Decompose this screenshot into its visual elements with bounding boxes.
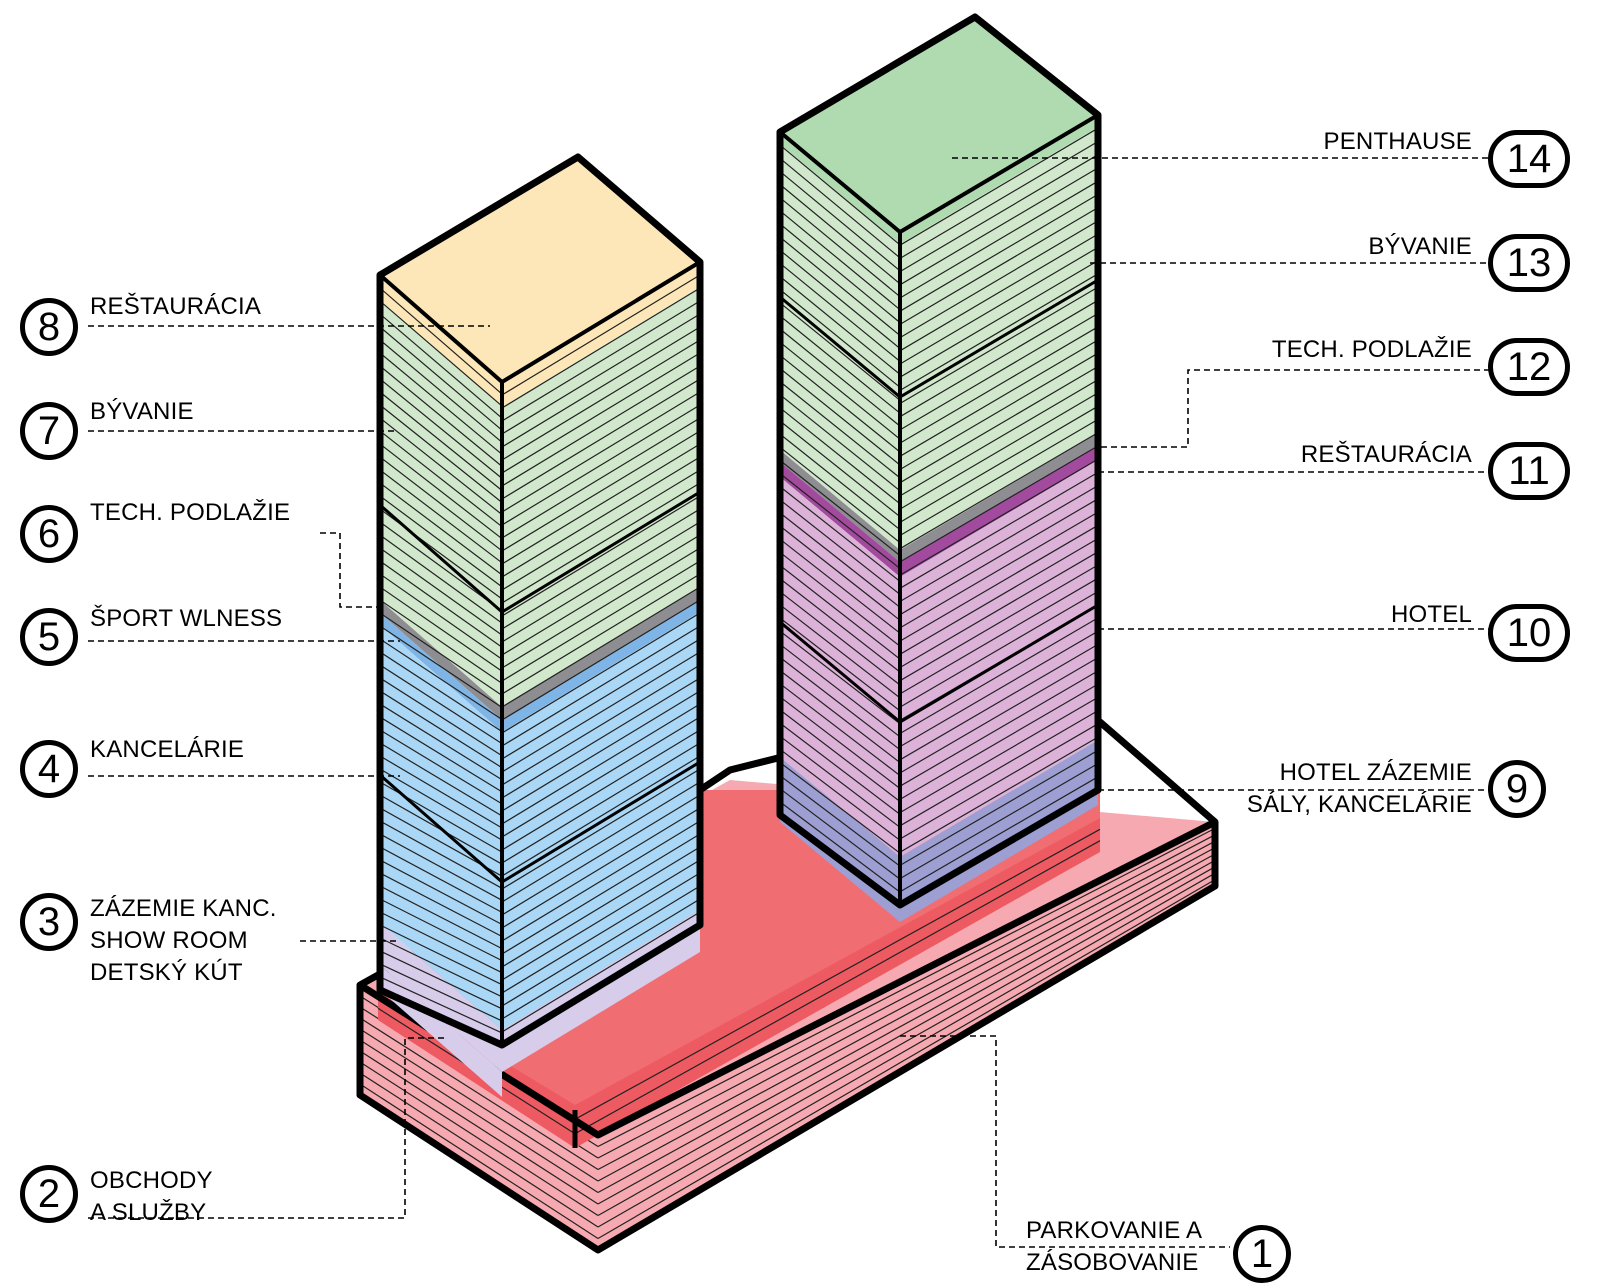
right-hotel-band-left-face [780,477,900,857]
left-sport-band-left-face [380,613,502,732]
leader-lines [88,157,1510,1248]
right-tower-right-hatch [899,127,1099,893]
label-hotel-support: HOTEL ZÁZEMIE SÁLY, KANCELÁRIE [1246,759,1472,818]
badge-8: 8 [20,298,78,356]
left-tower-right-hatch [501,274,701,1033]
badge-11: 11 [1488,442,1570,500]
right-penthouse-band-left-face [780,132,900,244]
badge-2: 2 [20,1165,78,1223]
right-restaurant-band-right-face [900,445,1098,577]
label-housing-left: BÝVANIE [90,398,194,425]
badge-5: 5 [20,608,78,666]
label-hotel: HOTEL [1390,601,1472,628]
badge-7: 7 [20,402,78,460]
badge-9: 9 [1488,760,1546,818]
label-housing-right: BÝVANIE [1368,233,1472,260]
right-tower [776,13,1102,922]
right-restaurant-band-left-face [780,462,900,577]
left-tower-left-hatch [379,287,503,1034]
badge-10: 10 [1488,604,1570,662]
badge-13: 13 [1488,234,1570,292]
left-housing-band-right-face [502,287,700,707]
left-tech-band-right-face [502,587,700,720]
right-tower-roof [780,17,1098,232]
right-tech-band-left-face [780,450,900,562]
podium-left-face [360,985,598,1250]
left-tower [376,153,704,1097]
badge-12: 12 [1488,338,1570,396]
label-sport-wellness: ŠPORT WLNESS [90,605,283,632]
label-tech-floor-left: TECH. PODLAŽIE [90,499,291,526]
right-tower-left-hatch [779,144,901,893]
leader-12 [1098,369,1490,448]
badge-6: 6 [20,505,78,563]
retail-right-face [575,818,1100,1148]
podium-right-face [598,822,1215,1250]
left-base-left-face [380,965,502,1097]
label-shops-services: OBCHODY A SLUŽBY [90,1167,213,1226]
leader-1 [900,1035,1230,1248]
left-tower-outline [376,153,704,1049]
podium-right-hatch [597,827,1216,1240]
label-offices: KANCELÁRIE [90,736,245,763]
badge-1: 1 [1233,1225,1291,1283]
left-tech-band-left-face [380,600,502,720]
right-tech-band-right-face [900,433,1098,562]
label-office-support: ZÁZEMIE KANC. SHOW ROOM DETSKÝ KÚT [90,895,277,986]
label-parking: PARKOVANIE A ZÁSOBOVANIE [1026,1217,1203,1276]
right-penthouse-band-right-face [900,115,1098,244]
badge-14: 14 [1488,130,1570,188]
retail-right-hatch [574,828,1101,1135]
left-sport-band-right-face [502,600,700,732]
badge-4: 4 [20,740,78,798]
label-tech-floor-right: TECH. PODLAŽIE [1271,336,1472,363]
label-restaurant-right: REŠTAURÁCIA [1300,441,1472,468]
leader-6 [320,532,383,608]
label-penthouse: PENTHAUSE [1323,128,1472,155]
label-restaurant-left: REŠTAURÁCIA [90,293,262,320]
badge-3: 3 [20,893,78,951]
